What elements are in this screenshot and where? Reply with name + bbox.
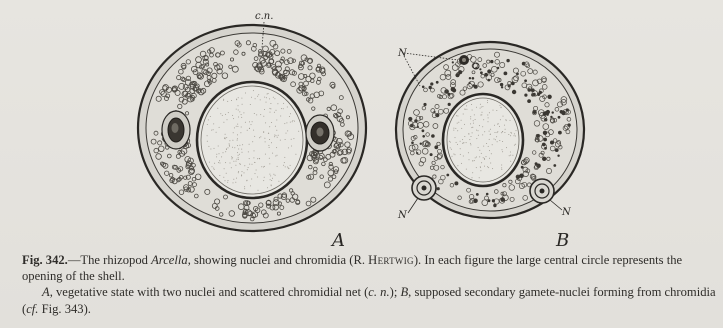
- label-a: A: [330, 230, 345, 250]
- label-n-right: N: [561, 207, 572, 218]
- figure-number: Fig. 342.: [22, 253, 68, 267]
- arcella-b: N N N B: [396, 42, 584, 250]
- caption-paragraph-2: A, vegetative state with two nuclei and …: [22, 284, 717, 316]
- nucleus-right-a: [306, 115, 334, 151]
- figure-caption: Fig. 342.—The rhizopod Arcella, showing …: [22, 252, 717, 317]
- label-n-top: N: [397, 48, 408, 59]
- gamete-nucleus-right-b: [530, 179, 554, 203]
- label-n-left: N: [397, 210, 408, 221]
- figure-illustration: c.n. A: [0, 0, 723, 250]
- central-opening-a: [197, 82, 307, 198]
- central-opening-b: [443, 94, 523, 186]
- label-cn: c.n.: [255, 11, 273, 22]
- nucleus-left-a: [162, 111, 190, 149]
- figure-342: c.n. A: [0, 0, 723, 250]
- author-name: Hertwig: [368, 253, 414, 267]
- gamete-nucleus-left-b: [412, 176, 436, 200]
- label-b: B: [555, 230, 569, 250]
- caption-paragraph-1: Fig. 342.—The rhizopod Arcella, showing …: [22, 252, 717, 284]
- arcella-a: c.n. A: [138, 11, 366, 250]
- genus-name: Arcella: [151, 253, 188, 267]
